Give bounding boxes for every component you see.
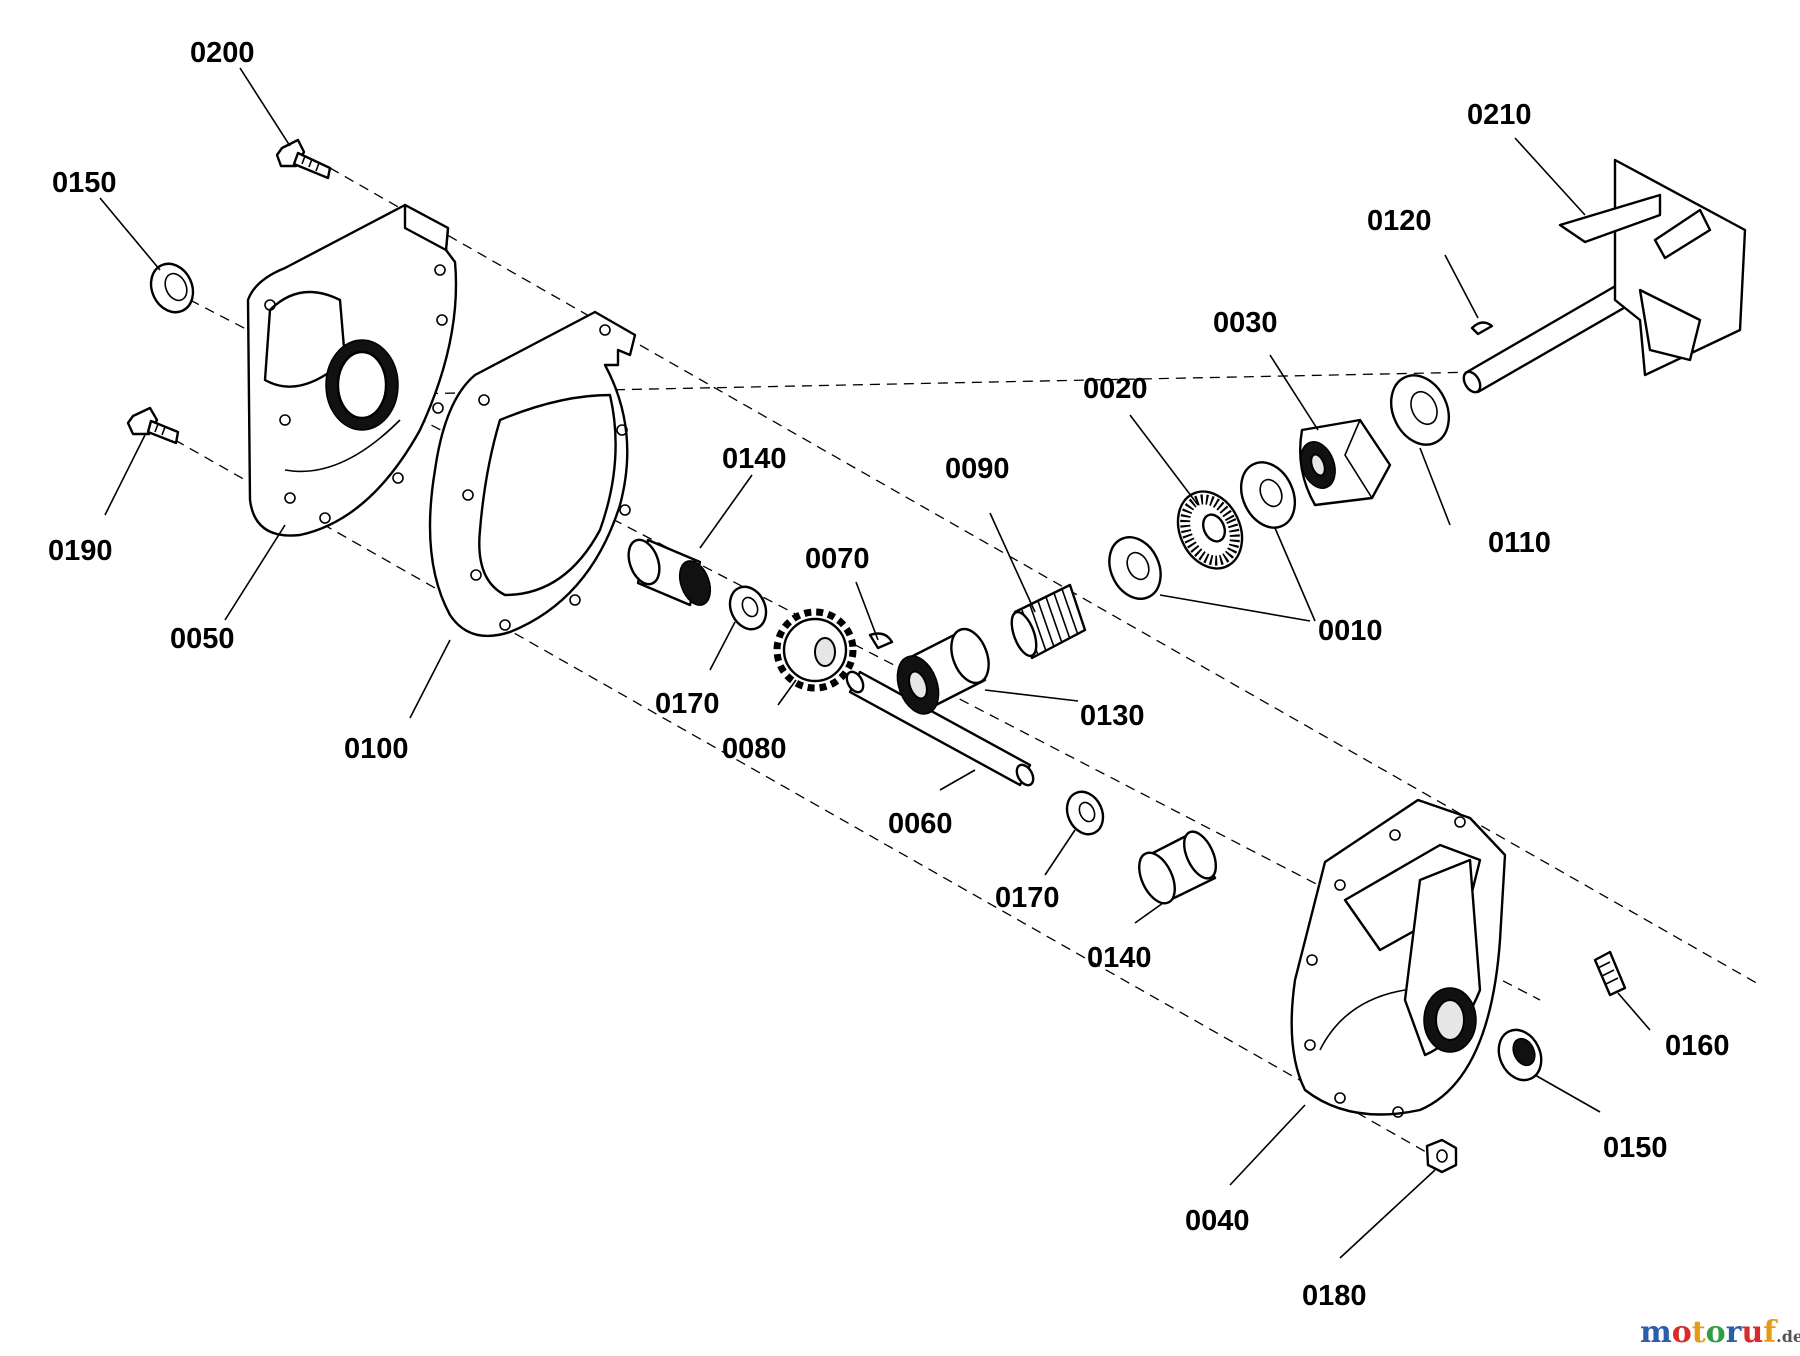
watermark-letter: u	[1741, 1315, 1763, 1350]
label-0110: 0110	[1488, 527, 1551, 559]
label-0120: 0120	[1367, 205, 1432, 237]
bearing-block-0030[interactable]	[1295, 418, 1392, 507]
watermark-letter: o	[1706, 1315, 1726, 1350]
label-0090: 0090	[945, 453, 1010, 485]
label-0050: 0050	[170, 623, 235, 655]
watermark-letter: o	[1672, 1315, 1692, 1350]
impeller-0210[interactable]	[1460, 158, 1747, 395]
worm-gear-0090[interactable]	[1007, 583, 1087, 660]
label-0140-upper: 0140	[722, 443, 787, 475]
label-0150-right: 0150	[1603, 1132, 1668, 1164]
label-0170-lower: 0170	[995, 882, 1060, 914]
gear-housing-0040[interactable]	[1290, 798, 1507, 1118]
watermark-letter: f	[1763, 1315, 1778, 1350]
label-0150-left: 0150	[52, 167, 117, 199]
part-labels: 0200 0150 0190 0050 0100 0140 0170 0080 …	[48, 37, 1730, 1312]
set-screw-0160[interactable]	[1593, 950, 1627, 997]
thrust-bearing-0020[interactable]	[1166, 481, 1254, 579]
label-0080: 0080	[722, 733, 787, 765]
nut-0180[interactable]	[1425, 1138, 1458, 1174]
seal-0150-right[interactable]	[1491, 1023, 1549, 1087]
bushing-0140-upper[interactable]	[623, 536, 716, 610]
label-0190: 0190	[48, 535, 113, 567]
watermark-letter: t	[1692, 1315, 1706, 1350]
gasket-0100[interactable]	[428, 310, 637, 638]
watermark-suffix: .de	[1776, 1327, 1800, 1346]
label-0130: 0130	[1080, 700, 1145, 732]
assembly-axis-lines	[174, 167, 1761, 1161]
bushing-0130[interactable]	[890, 624, 996, 720]
thrust-washer-0170-lower[interactable]	[1060, 786, 1109, 840]
label-0200: 0200	[190, 37, 255, 69]
label-0170-upper: 0170	[655, 688, 720, 720]
thrust-washer-0170-upper[interactable]	[723, 581, 772, 635]
washer-0110[interactable]	[1380, 366, 1459, 454]
label-0180: 0180	[1302, 1280, 1367, 1312]
leader-lines	[99, 67, 1651, 1259]
watermark-logo: motoruf.de	[1640, 1315, 1800, 1350]
label-0060: 0060	[888, 808, 953, 840]
label-0030: 0030	[1213, 307, 1278, 339]
shaft-0060[interactable]	[843, 669, 1036, 788]
label-0100: 0100	[344, 733, 409, 765]
label-0040: 0040	[1185, 1205, 1250, 1237]
gear-0080[interactable]	[773, 608, 857, 692]
label-0020: 0020	[1083, 373, 1148, 405]
bushing-0140-lower[interactable]	[1132, 827, 1222, 909]
bolt-0200[interactable]	[275, 138, 332, 180]
thrust-washer-0010-lower[interactable]	[1100, 529, 1171, 607]
label-0140-lower: 0140	[1087, 942, 1152, 974]
gear-housing-0050[interactable]	[246, 203, 458, 537]
watermark-letter: r	[1726, 1315, 1743, 1350]
thrust-washer-0010-upper[interactable]	[1231, 454, 1305, 537]
bolt-0190[interactable]	[126, 406, 180, 445]
key-0120[interactable]	[1470, 321, 1494, 336]
label-0210: 0210	[1467, 99, 1532, 131]
seal-0150-left[interactable]	[143, 257, 200, 319]
label-0010: 0010	[1318, 615, 1383, 647]
watermark-letter: m	[1640, 1315, 1672, 1350]
label-0160: 0160	[1665, 1030, 1730, 1062]
label-0070: 0070	[805, 543, 870, 575]
woodruff-key-0070[interactable]	[868, 632, 894, 650]
